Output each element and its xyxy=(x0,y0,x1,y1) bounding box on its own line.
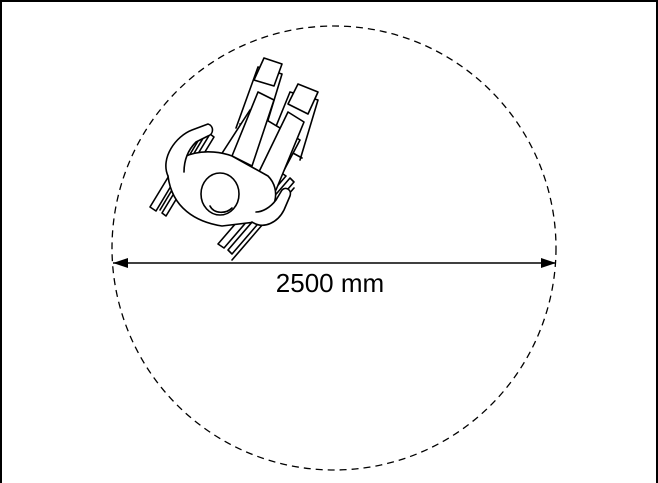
turning-circle xyxy=(111,25,557,471)
arrow-left-icon xyxy=(113,258,128,268)
wheelchair-user-icon xyxy=(149,57,319,261)
arrow-right-icon xyxy=(541,258,556,268)
dimension-label: 2500 mm xyxy=(276,268,384,298)
dimension-line xyxy=(113,258,556,268)
